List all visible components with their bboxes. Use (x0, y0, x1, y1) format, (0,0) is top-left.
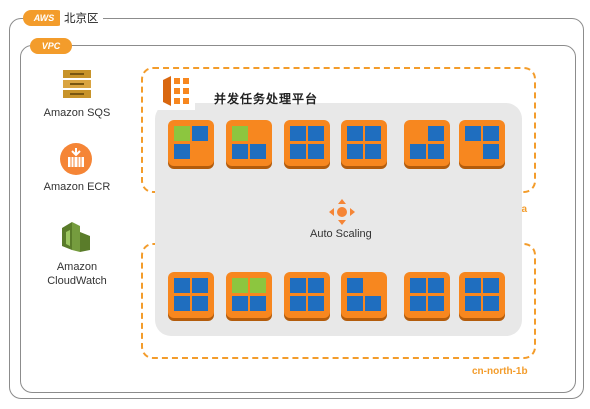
container-task (174, 278, 190, 293)
sqs-icon (60, 68, 94, 100)
aws-region-container (9, 18, 584, 399)
service-label-cloudwatch-line2: CloudWatch (47, 275, 107, 287)
container-task (483, 278, 499, 293)
container-task (250, 296, 266, 311)
container-task (290, 144, 306, 159)
container-task (483, 296, 499, 311)
container-task (232, 278, 248, 293)
platform-title: 并发任务处理平台 (214, 92, 319, 106)
container-task (428, 144, 444, 159)
container-task (347, 126, 363, 141)
container-task (365, 296, 381, 311)
ec2-instance (168, 120, 214, 166)
container-task (365, 126, 381, 141)
container-task (174, 126, 190, 141)
ec2-instance (168, 272, 214, 318)
container-task (428, 296, 444, 311)
ecs-icon (157, 72, 195, 110)
service-label-sqs: Amazon SQS (43, 107, 111, 119)
container-task (410, 144, 426, 159)
ec2-instance (226, 120, 272, 166)
container-task (192, 278, 208, 293)
container-task (308, 126, 324, 141)
container-task (290, 296, 306, 311)
container-task (347, 144, 363, 159)
container-task (290, 278, 306, 293)
ec2-instance (459, 120, 505, 166)
container-task (347, 296, 363, 311)
container-task (410, 278, 426, 293)
zone-b-label: cn-north-1b (472, 366, 528, 377)
ec2-instance (404, 120, 450, 166)
container-task (465, 126, 481, 141)
service-label-cloudwatch-line1: Amazon (56, 261, 98, 273)
container-task (192, 126, 208, 141)
container-task (483, 144, 499, 159)
container-task (347, 278, 363, 293)
ec2-instance (226, 272, 272, 318)
container-task (232, 296, 248, 311)
ec2-instance (459, 272, 505, 318)
container-task (483, 126, 499, 141)
vpc-container (20, 45, 576, 393)
container-task (250, 144, 266, 159)
container-task (308, 296, 324, 311)
auto-scaling-icon (328, 198, 356, 226)
container-task (365, 144, 381, 159)
ec2-instance (404, 272, 450, 318)
container-task (308, 144, 324, 159)
vpc-tag: VPC (30, 38, 72, 54)
ec2-instance (284, 272, 330, 318)
container-task (192, 296, 208, 311)
ecr-icon (59, 142, 93, 176)
container-task (410, 296, 426, 311)
container-task (290, 126, 306, 141)
region-label: 北京区 (60, 10, 103, 26)
ec2-instance (341, 272, 387, 318)
aws-tag: AWS (23, 10, 65, 26)
cloudwatch-icon (58, 218, 94, 254)
service-label-ecr: Amazon ECR (43, 181, 111, 193)
ec2-instance (284, 120, 330, 166)
ec2-instance (341, 120, 387, 166)
auto-scaling-label: Auto Scaling (310, 228, 372, 240)
container-task (465, 296, 481, 311)
container-task (174, 144, 190, 159)
container-task (174, 296, 190, 311)
container-task (465, 278, 481, 293)
container-task (250, 278, 266, 293)
container-task (308, 278, 324, 293)
container-task (428, 126, 444, 141)
container-task (232, 144, 248, 159)
container-task (428, 278, 444, 293)
container-task (232, 126, 248, 141)
